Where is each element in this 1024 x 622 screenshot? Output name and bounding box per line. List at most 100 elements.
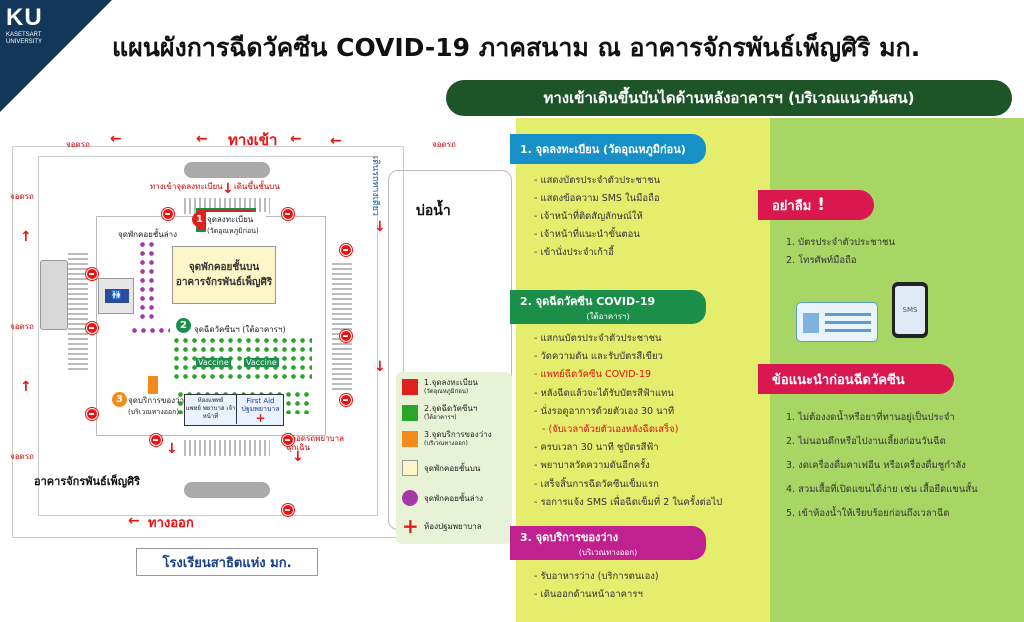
legend-swatch — [402, 431, 418, 447]
no-entry-icon — [282, 208, 294, 220]
list-item: แพทย์ฉีดวัคซีน COVID-19 — [534, 366, 722, 384]
phone-sms-text: SMS — [902, 306, 918, 314]
first-aid-label: First Aid — [246, 397, 275, 405]
ambulance-label: ที่จอดรถพยาบาล ฉุกเฉิน — [286, 434, 345, 452]
no-entry-icon — [86, 268, 98, 280]
vaccine-word: Vaccine — [244, 358, 279, 367]
step-3-title: 3. จุดบริการของว่าง — [520, 530, 619, 544]
arrow-left-icon: ← — [330, 133, 342, 149]
step-3-header: 3. จุดบริการของว่าง (บริเวณทางออก) — [510, 526, 706, 560]
vaccine-seats — [172, 336, 312, 380]
list-item: แสดงข้อความ SMS ในมือถือ — [534, 190, 660, 208]
parking-label: จอดรถ — [10, 192, 34, 201]
legend-sub: (วัดอุณหภูมิก่อน) — [424, 388, 469, 395]
advice-title: ข้อแนะนำก่อนฉีดวัคซีน — [772, 372, 905, 388]
arrow-left-icon: ← — [290, 131, 302, 147]
phone-screen: SMS — [895, 286, 925, 334]
list-item: เข้านั่งประจำเก้าอี้ — [534, 244, 660, 262]
list-item: รับอาหารว่าง (บริการตนเอง) — [534, 568, 658, 586]
building-name: อาคารจักรพันธ์เพ็ญศิริ — [34, 475, 140, 488]
list-item: แสดงบัตรประจำตัวประชาชน — [534, 172, 660, 190]
legend-sub: (บริเวณทางออก) — [424, 440, 468, 447]
registration-sub: (วัดอุณหภูมิก่อน) — [207, 227, 259, 235]
snack-label: จุดบริการของว่าง — [128, 396, 188, 405]
pond-label: บ่อน้ำ — [416, 203, 451, 219]
advice-list: 1. ไม่ต้องงดน้ำหรือยาที่ทานอยู่เป็นประจำ… — [786, 406, 978, 526]
parking-label: จอดรถ — [10, 322, 34, 331]
list-item: 5. เข้าห้องน้ำให้เรียบร้อยก่อนถึงเวลาฉีด — [786, 508, 950, 519]
ku-logo-banner — [0, 0, 112, 112]
rest-lower-label: จุดพักคอยชั้นล่าง — [118, 230, 178, 239]
stairs-bottom — [184, 440, 270, 456]
top-canopy — [184, 162, 270, 178]
no-entry-icon — [282, 504, 294, 516]
step-2-header: 2. จุดฉีดวัคซีน COVID-19 (ใต้อาคารฯ) — [510, 290, 706, 324]
first-aid-cross-icon: + — [402, 514, 419, 538]
step-2-sub: (ใต้อาคารฯ) — [586, 311, 630, 321]
logo-sub-text: KASETSART UNIVERSITY — [6, 32, 43, 45]
ku-logo: KU KASETSART UNIVERSITY — [6, 4, 66, 46]
site-map: ทางเข้า ← ← ← ← จอดรถ จอดรถ จอดรถ จอดรถ … — [0, 120, 512, 622]
arrow-down-icon: ↓ — [292, 449, 304, 465]
legend-swatch — [402, 490, 418, 506]
snack-label-box: จุดบริการของว่าง (บริเวณทางออก) — [128, 394, 188, 418]
step-1-list: แสดงบัตรประจำตัวประชาชน แสดงข้อความ SMS … — [534, 172, 660, 262]
registration-label-box: จุดลงทะเบียน (วัดอุณหภูมิก่อน) — [206, 212, 266, 238]
id-card-lines — [825, 313, 871, 316]
list-item: เจ้าหน้าที่ติดสัญลักษณ์ให้ — [534, 208, 660, 226]
snack-point — [148, 376, 158, 394]
legend-item: + ห้องปฐมพยาบาล — [402, 514, 482, 538]
no-entry-icon — [340, 244, 352, 256]
legend-swatch — [402, 460, 418, 476]
list-item: หลังฉีดแล้วจะได้รับบัตรสีฟ้าแทน — [534, 385, 722, 403]
legend-swatch — [402, 379, 418, 395]
school-label: โรงเรียนสาธิตแห่ง มก. — [162, 555, 292, 571]
one-way-label: เดินรถทางเดียว — [370, 156, 380, 216]
entrance-label: ทางเข้า — [228, 131, 278, 149]
arrow-down-icon: ↓ — [374, 359, 386, 375]
step-3-list: รับอาหารว่าง (บริการตนเอง) เดินออกด้านหน… — [534, 568, 658, 604]
list-item: 2. ไม่นอนดึกหรือไปงานเลี้ยงก่อนวันฉีด — [786, 436, 946, 447]
restroom-icon: 🚻 — [105, 289, 129, 303]
arrow-up-icon: ↑ — [20, 379, 32, 395]
snack-number: 3 — [112, 392, 127, 407]
no-entry-icon — [162, 208, 174, 220]
legend-label: 2.จุดฉีดวัคซีนฯ — [424, 404, 478, 413]
registration-number: 1 — [192, 212, 207, 227]
no-entry-icon — [86, 408, 98, 420]
snack-sub: (บริเวณทางออก) — [128, 408, 180, 416]
legend-label: จุดพักคอยชั้นล่าง — [424, 493, 484, 503]
reminder-mark: ! — [817, 195, 826, 215]
list-item: 1. ไม่ต้องงดน้ำหรือยาที่ทานอยู่เป็นประจำ — [786, 412, 955, 423]
arrow-left-icon: ← — [110, 131, 122, 147]
list-item: 2. โทรศัพท์มือถือ — [786, 255, 857, 266]
first-aid-room: First Aid ปฐมพยาบาล + — [238, 395, 283, 424]
restroom-block: 🚻 — [98, 278, 134, 314]
legend-label: ห้องปฐมพยาบาล — [424, 521, 482, 531]
entry-banner: ทางเข้าเดินขึ้นบันไดด้านหลังอาคารฯ (บริเ… — [446, 80, 1012, 116]
medical-block: ห้องแพทย์ แพทย์ พยาบาล เจ้าหน้าที่ First… — [184, 394, 284, 426]
list-item: นั่งรอดูอาการด้วยตัวเอง 30 นาที — [534, 403, 722, 421]
upstairs-label: เดินขึ้นชั้นบน — [234, 182, 280, 191]
logo-sub: KASETSART UNIVERSITY — [6, 32, 66, 46]
rest-lower-seats — [138, 240, 156, 320]
vaccine-word: Vaccine — [196, 358, 231, 367]
step-2-list: แสกนบัตรประจำตัวประชาชน วัดความดัน และรั… — [534, 330, 722, 512]
step-2-title: 2. จุดฉีดวัคซีน COVID-19 — [520, 294, 656, 308]
rest-upper-area: จุดพักคอยชั้นบน อาคารจักรพันธ์เพ็ญศิริ — [172, 246, 276, 304]
stairs-left — [68, 250, 88, 370]
arrow-down-icon: ↓ — [222, 181, 234, 197]
step-1-header: 1. จุดลงทะเบียน (วัดอุณหภูมิก่อน) — [510, 134, 706, 164]
advice-header: ข้อแนะนำก่อนฉีดวัคซีน — [758, 364, 954, 394]
parking-label: จอดรถ — [432, 140, 456, 149]
arrow-left-icon: ← — [196, 131, 208, 147]
list-item: 3. งดเครื่องดื่มคาเฟอีน หรือเครื่องดื่มช… — [786, 460, 966, 471]
reminder-header: อย่าลืม ! — [758, 190, 874, 220]
step-3-sub: (บริเวณทางออก) — [578, 547, 638, 557]
left-pavilion — [40, 260, 68, 330]
staff-label: ห้องแพทย์ — [197, 397, 224, 404]
list-item: เสร็จสิ้นการฉีดวัคซีนเข็มแรก — [534, 476, 722, 494]
entrance-path-label: ทางเข้าจุดลงทะเบียน — [150, 182, 223, 191]
reminder-list: 1. บัตรประจำตัวประชาชน 2. โทรศัพท์มือถือ — [786, 234, 895, 270]
id-card-icon — [796, 302, 878, 342]
